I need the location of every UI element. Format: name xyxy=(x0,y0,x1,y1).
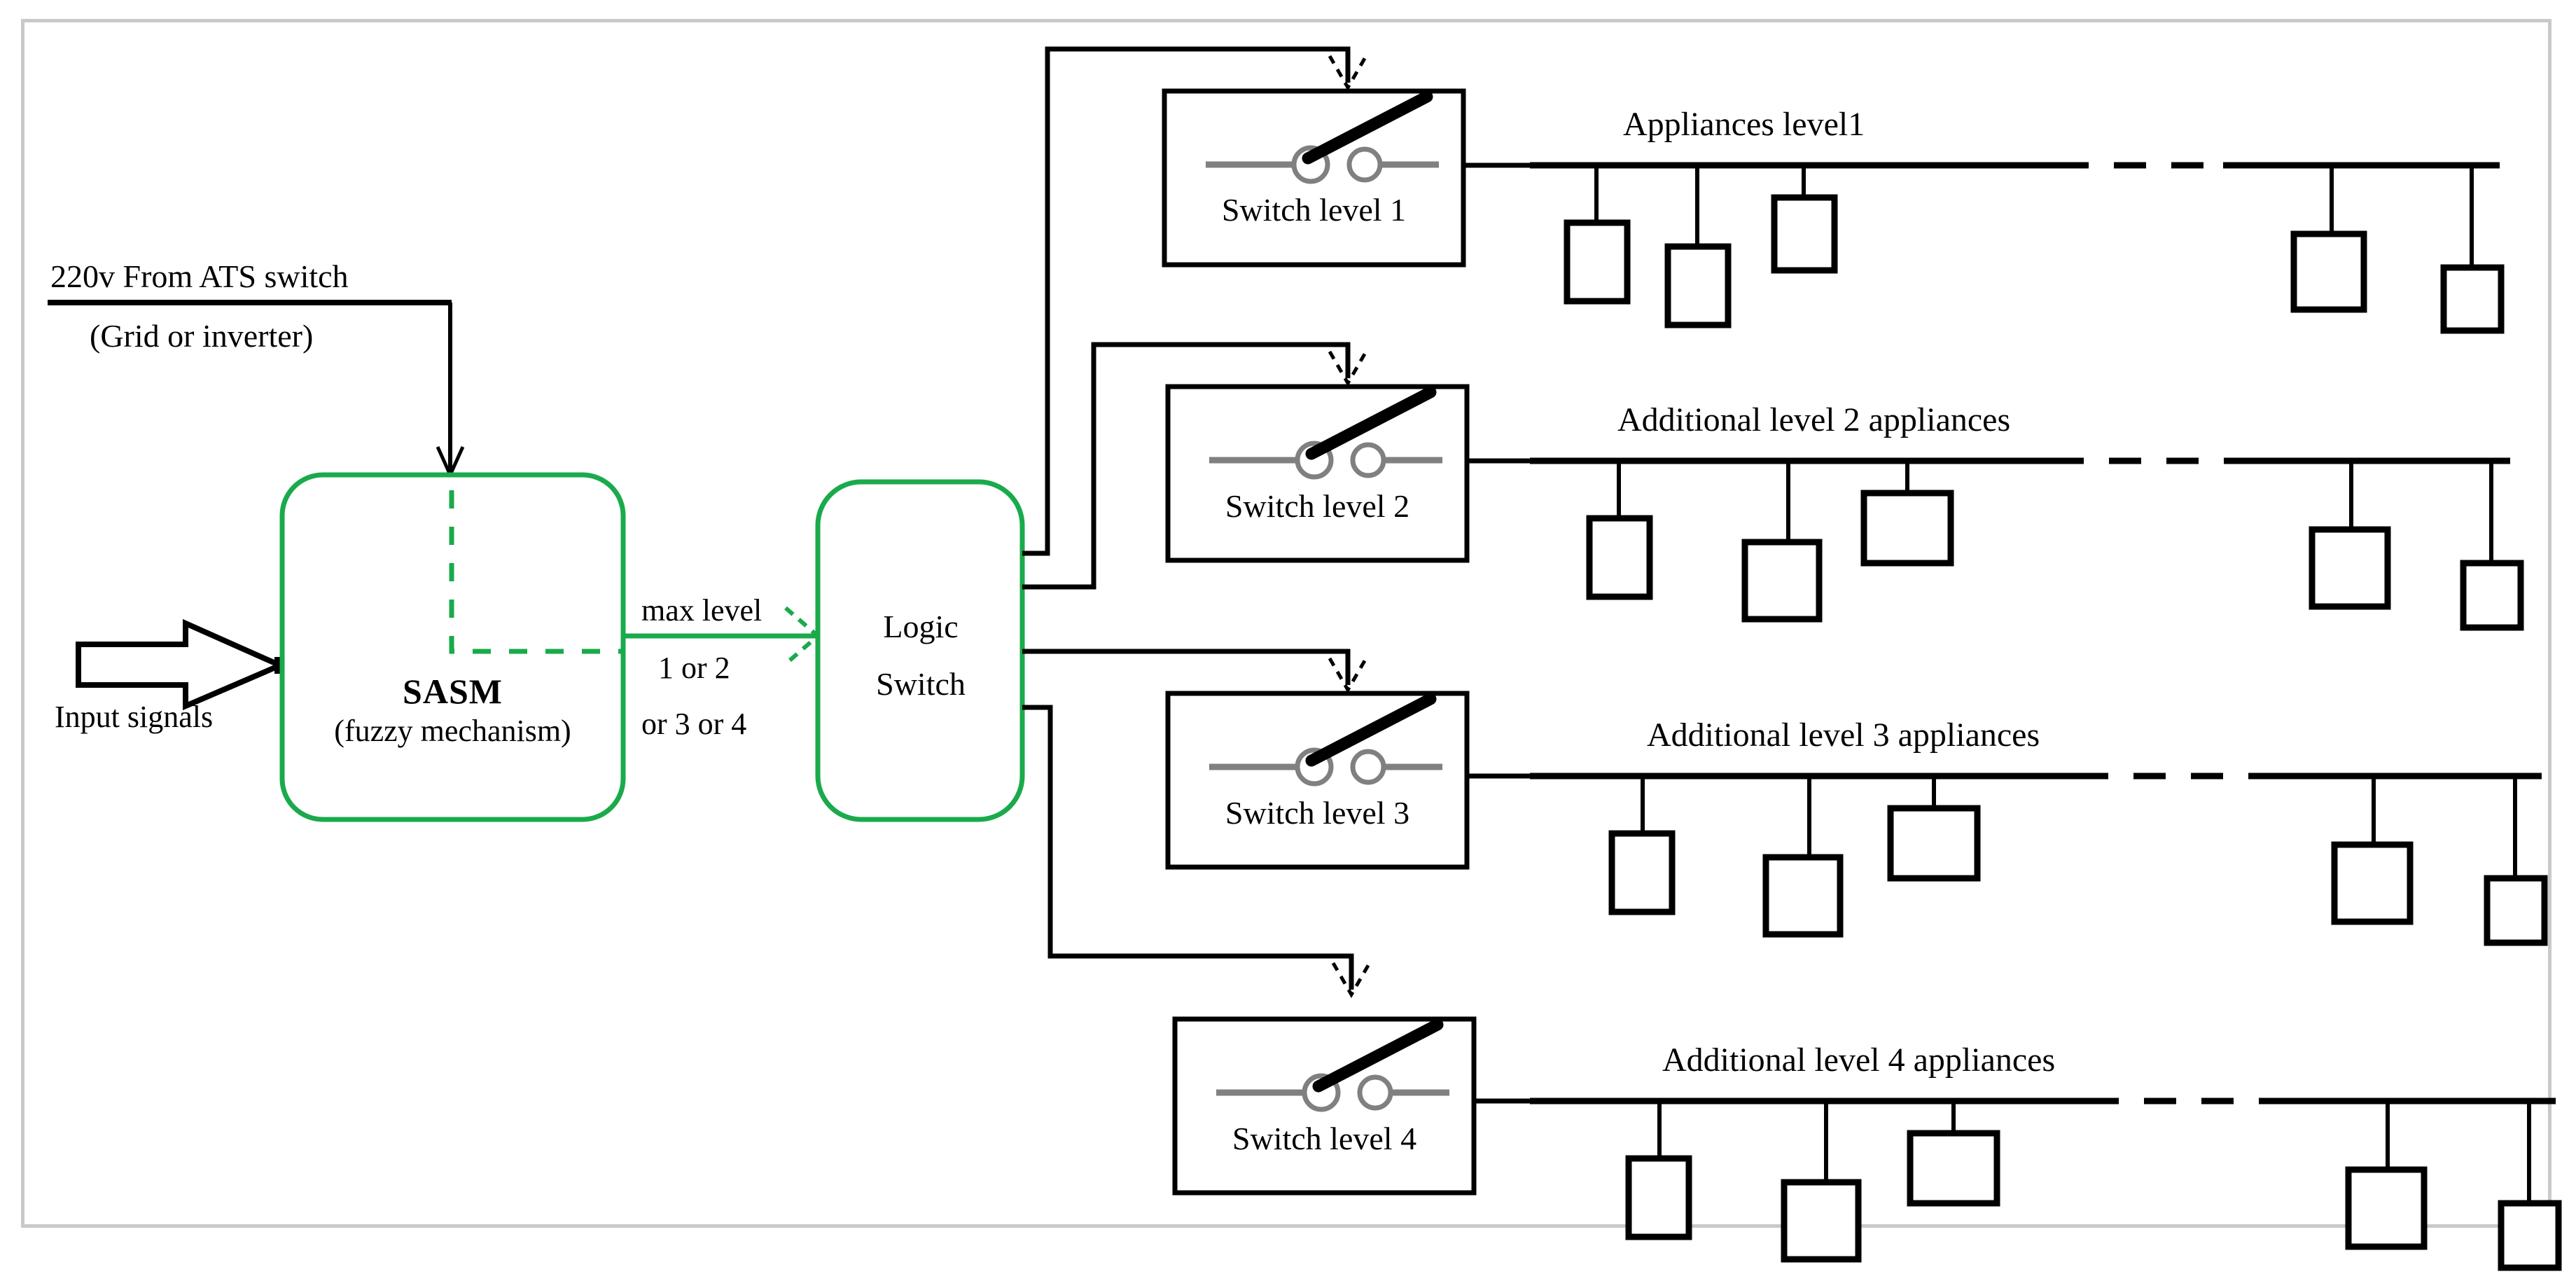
switch-label-2: Switch level 2 xyxy=(1225,488,1410,524)
switch-label-3: Switch level 3 xyxy=(1225,795,1410,831)
switch-label-4: Switch level 4 xyxy=(1232,1121,1417,1156)
source-voltage-label: 220v From ATS switch xyxy=(50,258,349,294)
switch-label-1: Switch level 1 xyxy=(1221,192,1407,228)
logic-switch-label-line2: Switch xyxy=(876,666,966,702)
source-origin-label: (Grid or inverter) xyxy=(90,318,314,354)
appliance-label-2: Additional level 2 appliances xyxy=(1617,401,2011,438)
max-level-label: max level xyxy=(641,593,763,628)
sasm-subtitle: (fuzzy mechanism) xyxy=(334,714,571,748)
appliance-label-1: Appliances level1 xyxy=(1623,106,1865,143)
logic-switch-label-line1: Logic xyxy=(883,609,959,644)
appliance-label-3: Additional level 3 appliances xyxy=(1647,716,2040,754)
level-option-3-4-label: or 3 or 4 xyxy=(641,707,747,741)
sasm-title: SASM xyxy=(403,672,503,711)
appliance-label-4: Additional level 4 appliances xyxy=(1662,1041,2056,1079)
input-signals-label: Input signals xyxy=(55,700,214,734)
level-option-1-2-label: 1 or 2 xyxy=(658,651,730,685)
